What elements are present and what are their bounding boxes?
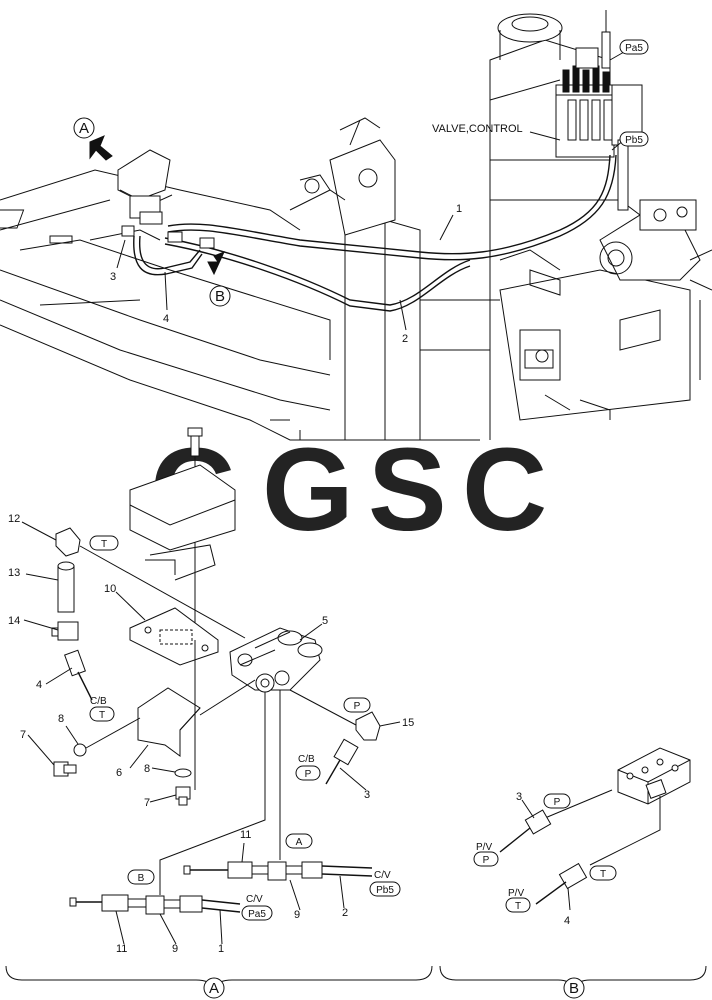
- part-4-label: 4: [36, 679, 42, 691]
- watermark-letter-g: G: [262, 424, 354, 556]
- machine-frame-drawing: [0, 10, 712, 441]
- tag-pv-lower: P/V: [508, 888, 524, 899]
- top-callout-3: 3: [110, 271, 116, 283]
- view-b-arrow-icon: [207, 251, 225, 276]
- top-callout-1: 1: [456, 203, 462, 215]
- port-pb5-top-badge: [619, 131, 649, 147]
- tag-pb5: Pb5: [376, 885, 394, 896]
- view-a-marker: [73, 117, 95, 139]
- tag-t-b-badge: [589, 865, 617, 881]
- part-13-label: 13: [8, 567, 20, 579]
- tag-p-cb: P: [305, 769, 312, 780]
- part-3-label: 3: [364, 789, 370, 801]
- tag-p-view-b: P: [554, 797, 561, 808]
- view-b-marker: [209, 285, 231, 307]
- tag-t-cb-badge: [89, 706, 115, 722]
- exploded-view-a: [51, 427, 381, 915]
- part-6-label: 6: [116, 767, 122, 779]
- part-11-upper-label: 11: [240, 829, 251, 841]
- tag-t-cb: T: [99, 710, 105, 721]
- part-7-upper-label: 7: [20, 729, 26, 741]
- tag-cv-lower: C/V: [246, 894, 263, 905]
- view-b-label: B: [215, 288, 225, 305]
- tag-b-badge: [127, 869, 155, 885]
- tag-a: A: [296, 837, 303, 848]
- part-5-label: 5: [322, 615, 328, 627]
- bottom-b-marker: [563, 977, 585, 999]
- valve-control-label: VALVE,CONTROL: [432, 123, 523, 135]
- tag-cb-upper: C/B: [90, 696, 107, 707]
- tag-p-cb-badge: [295, 765, 321, 781]
- top-callout-2: 2: [402, 333, 408, 345]
- solenoid-valve-body: [229, 627, 323, 693]
- part-4-view-b-label: 4: [564, 915, 570, 927]
- part-8-upper-label: 8: [58, 713, 64, 725]
- part-8-lower-label: 8: [144, 763, 150, 775]
- tag-p-right-badge: [343, 697, 371, 713]
- part-14-label: 14: [8, 615, 20, 627]
- watermark-letter-s: S: [368, 424, 447, 556]
- tag-pa5: Pa5: [248, 909, 266, 920]
- watermark-letter-c2: C: [462, 424, 547, 556]
- view-b-detail: [499, 747, 691, 905]
- valve-spools: [562, 65, 613, 141]
- view-a-label: A: [79, 120, 89, 137]
- tag-pv-p-badge: [473, 851, 499, 867]
- view-a-arrow-icon: [89, 135, 113, 161]
- tag-cb-lower: C/B: [298, 754, 315, 765]
- part-3-view-b-label: 3: [516, 791, 522, 803]
- part-1-label: 1: [218, 943, 224, 955]
- port-pa5-top-badge: [619, 39, 649, 55]
- tag-p-right: P: [354, 701, 361, 712]
- part-10-label: 10: [104, 583, 116, 595]
- part-2-label: 2: [342, 907, 348, 919]
- tag-b: B: [138, 873, 145, 884]
- part-15-label: 15: [402, 717, 414, 729]
- tag-t-top-badge: [89, 535, 119, 551]
- tag-a-badge: [285, 833, 313, 849]
- part-12-label: 12: [8, 513, 20, 525]
- tag-pa5-badge: [241, 905, 273, 921]
- tag-p-b-badge: [543, 793, 571, 809]
- tag-pv-t: T: [515, 901, 521, 912]
- part-11-lower-label: 11: [116, 943, 127, 955]
- bottom-a-marker: [203, 977, 225, 999]
- port-pa5-top-label: Pa5: [625, 43, 643, 54]
- tag-t-top: T: [101, 539, 107, 550]
- part-7-lower-label: 7: [144, 797, 150, 809]
- tag-pv-t-badge: [505, 897, 531, 913]
- bottom-b-label: B: [569, 980, 579, 997]
- tag-t-view-b: T: [600, 869, 606, 880]
- tag-cv-upper: C/V: [374, 870, 391, 881]
- port-pb5-top-label: Pb5: [625, 135, 643, 146]
- bottom-a-label: A: [209, 980, 219, 997]
- part-9-lower-label: 9: [172, 943, 178, 955]
- tag-pv-upper: P/V: [476, 842, 492, 853]
- part-9-upper-label: 9: [294, 909, 300, 921]
- tag-pb5-badge: [369, 881, 401, 897]
- tag-pv-p: P: [483, 855, 490, 866]
- top-callout-4: 4: [163, 313, 169, 325]
